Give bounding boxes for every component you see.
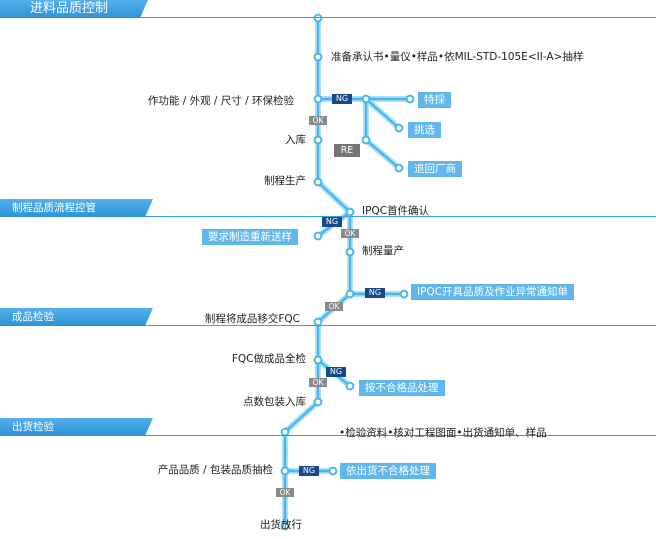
ok-tag: OK — [309, 116, 327, 125]
action-return-vendor: 退回厂商 — [408, 161, 462, 177]
section-divider — [0, 435, 656, 436]
flow-node — [313, 397, 323, 407]
action-remake-sample: 要求制造重新送样 — [202, 229, 298, 245]
action-ship-nonconforming: 依出货不合格处理 — [340, 463, 436, 479]
flow-node — [280, 521, 290, 531]
step-incoming-inspect: 作功能 / 外观 / 尺寸 / 环保检验 — [147, 95, 294, 107]
section-divider — [0, 216, 656, 217]
ng-tag: NG — [332, 94, 352, 104]
section-title-finished: 成品检验 — [0, 308, 153, 326]
section-divider — [0, 17, 656, 18]
section-title-incoming: 进料品质控制 — [0, 0, 148, 18]
re-tag: RE — [334, 144, 360, 157]
section-title-process: 制程品质流程控管 — [0, 199, 153, 217]
flow-node — [361, 135, 371, 145]
section-title-shipping: 出货检验 — [0, 418, 153, 436]
flow-node — [345, 247, 355, 257]
ok-tag: OK — [341, 229, 359, 238]
action-ipqc-notice: IPQC开具品质及作业异常通知单 — [411, 284, 575, 300]
flow-node — [345, 289, 355, 299]
flow-node — [313, 355, 323, 365]
ng-tag: NG — [326, 367, 346, 377]
step-move-to-fqc: 制程将成品移交FQC — [204, 313, 300, 325]
flow-node — [405, 94, 415, 104]
section-divider — [0, 325, 656, 326]
ok-tag: OK — [276, 488, 294, 497]
flow-node — [345, 381, 355, 391]
step-production: 制程生产 — [264, 175, 306, 187]
step-shipping-docs: •检验资料•核对工程图面•出货通知单、样品 — [339, 427, 547, 439]
step-release: 出货放行 — [260, 519, 302, 531]
section-header-process: 制程品质流程控管 — [0, 199, 656, 217]
step-ipqc-first-article: IPQC首件确认 — [362, 205, 430, 217]
flow-node — [399, 289, 409, 299]
flow-node — [361, 94, 371, 104]
flow-node — [394, 123, 404, 133]
flow-node — [313, 94, 323, 104]
step-mass-production: 制程量产 — [362, 245, 404, 257]
flow-node — [345, 207, 355, 217]
flow-node — [313, 52, 323, 62]
ng-tag: NG — [365, 288, 385, 298]
action-special-acceptance: 特採 — [418, 92, 451, 108]
flow-node — [313, 135, 323, 145]
section-header-incoming: 进料品质控制 — [0, 0, 656, 18]
flow-node — [280, 466, 290, 476]
flow-node — [313, 177, 323, 187]
step-warehouse-in: 入库 — [285, 134, 306, 146]
flow-node — [313, 13, 323, 23]
step-sample-prep: 准备承认书•量仪•样品•依MIL-STD-105E<II-A>抽样 — [331, 51, 584, 63]
action-sorting: 挑选 — [408, 122, 441, 138]
step-pack-warehouse: 点数包装入库 — [243, 396, 306, 408]
ok-tag: OK — [309, 378, 327, 387]
section-header-finished: 成品检验 — [0, 308, 656, 326]
ok-tag: OK — [325, 302, 343, 311]
ng-tag: NG — [322, 217, 342, 227]
action-nonconforming: 按不合格品处理 — [359, 380, 445, 396]
flow-node — [313, 231, 323, 241]
section-header-shipping: 出货检验 — [0, 418, 656, 436]
step-sampling-check: 产品品质 / 包装品质抽检 — [157, 464, 273, 476]
step-fqc-full-inspect: FQC做成品全检 — [231, 353, 306, 365]
ng-tag: NG — [299, 466, 319, 476]
flow-node — [394, 163, 404, 173]
flow-node — [328, 466, 338, 476]
